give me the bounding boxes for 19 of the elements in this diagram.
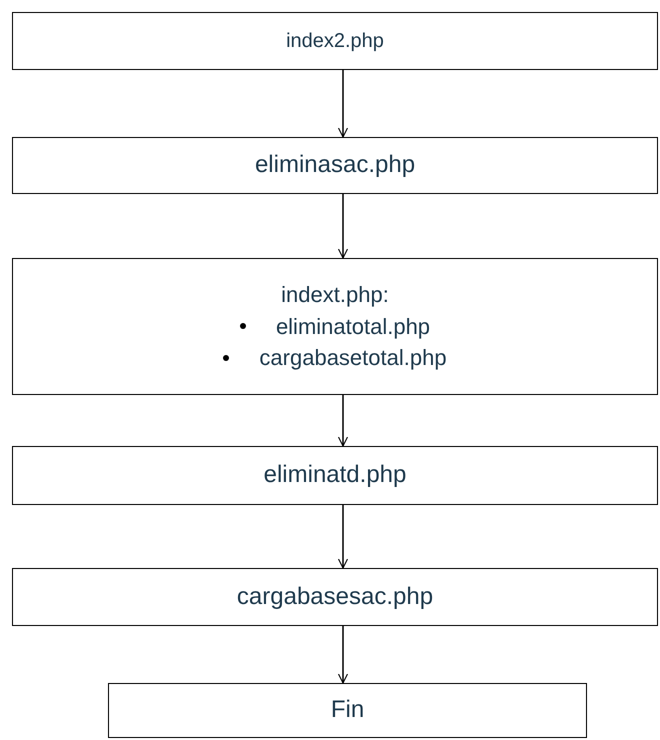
process-box	[12, 258, 658, 395]
process-box	[12, 137, 658, 194]
list-item: cargabasetotal.php	[259, 344, 447, 372]
box-label: index2.php	[286, 28, 384, 54]
box-label: Fin	[330, 695, 364, 726]
box-label: cargabasesac.php	[236, 582, 434, 612]
arrow	[338, 194, 348, 259]
process-box	[108, 683, 587, 738]
process-box	[12, 446, 658, 505]
process-box	[12, 568, 658, 626]
box-label: eliminasac.php	[254, 150, 416, 180]
box-label: eliminatd.php	[264, 460, 406, 490]
arrow	[338, 395, 348, 447]
box-label: indext.php:	[281, 280, 389, 309]
process-box	[12, 12, 658, 70]
arrow	[338, 626, 348, 684]
list-item: eliminatotal.php	[276, 312, 430, 341]
arrow	[338, 70, 348, 138]
arrow	[338, 505, 348, 569]
